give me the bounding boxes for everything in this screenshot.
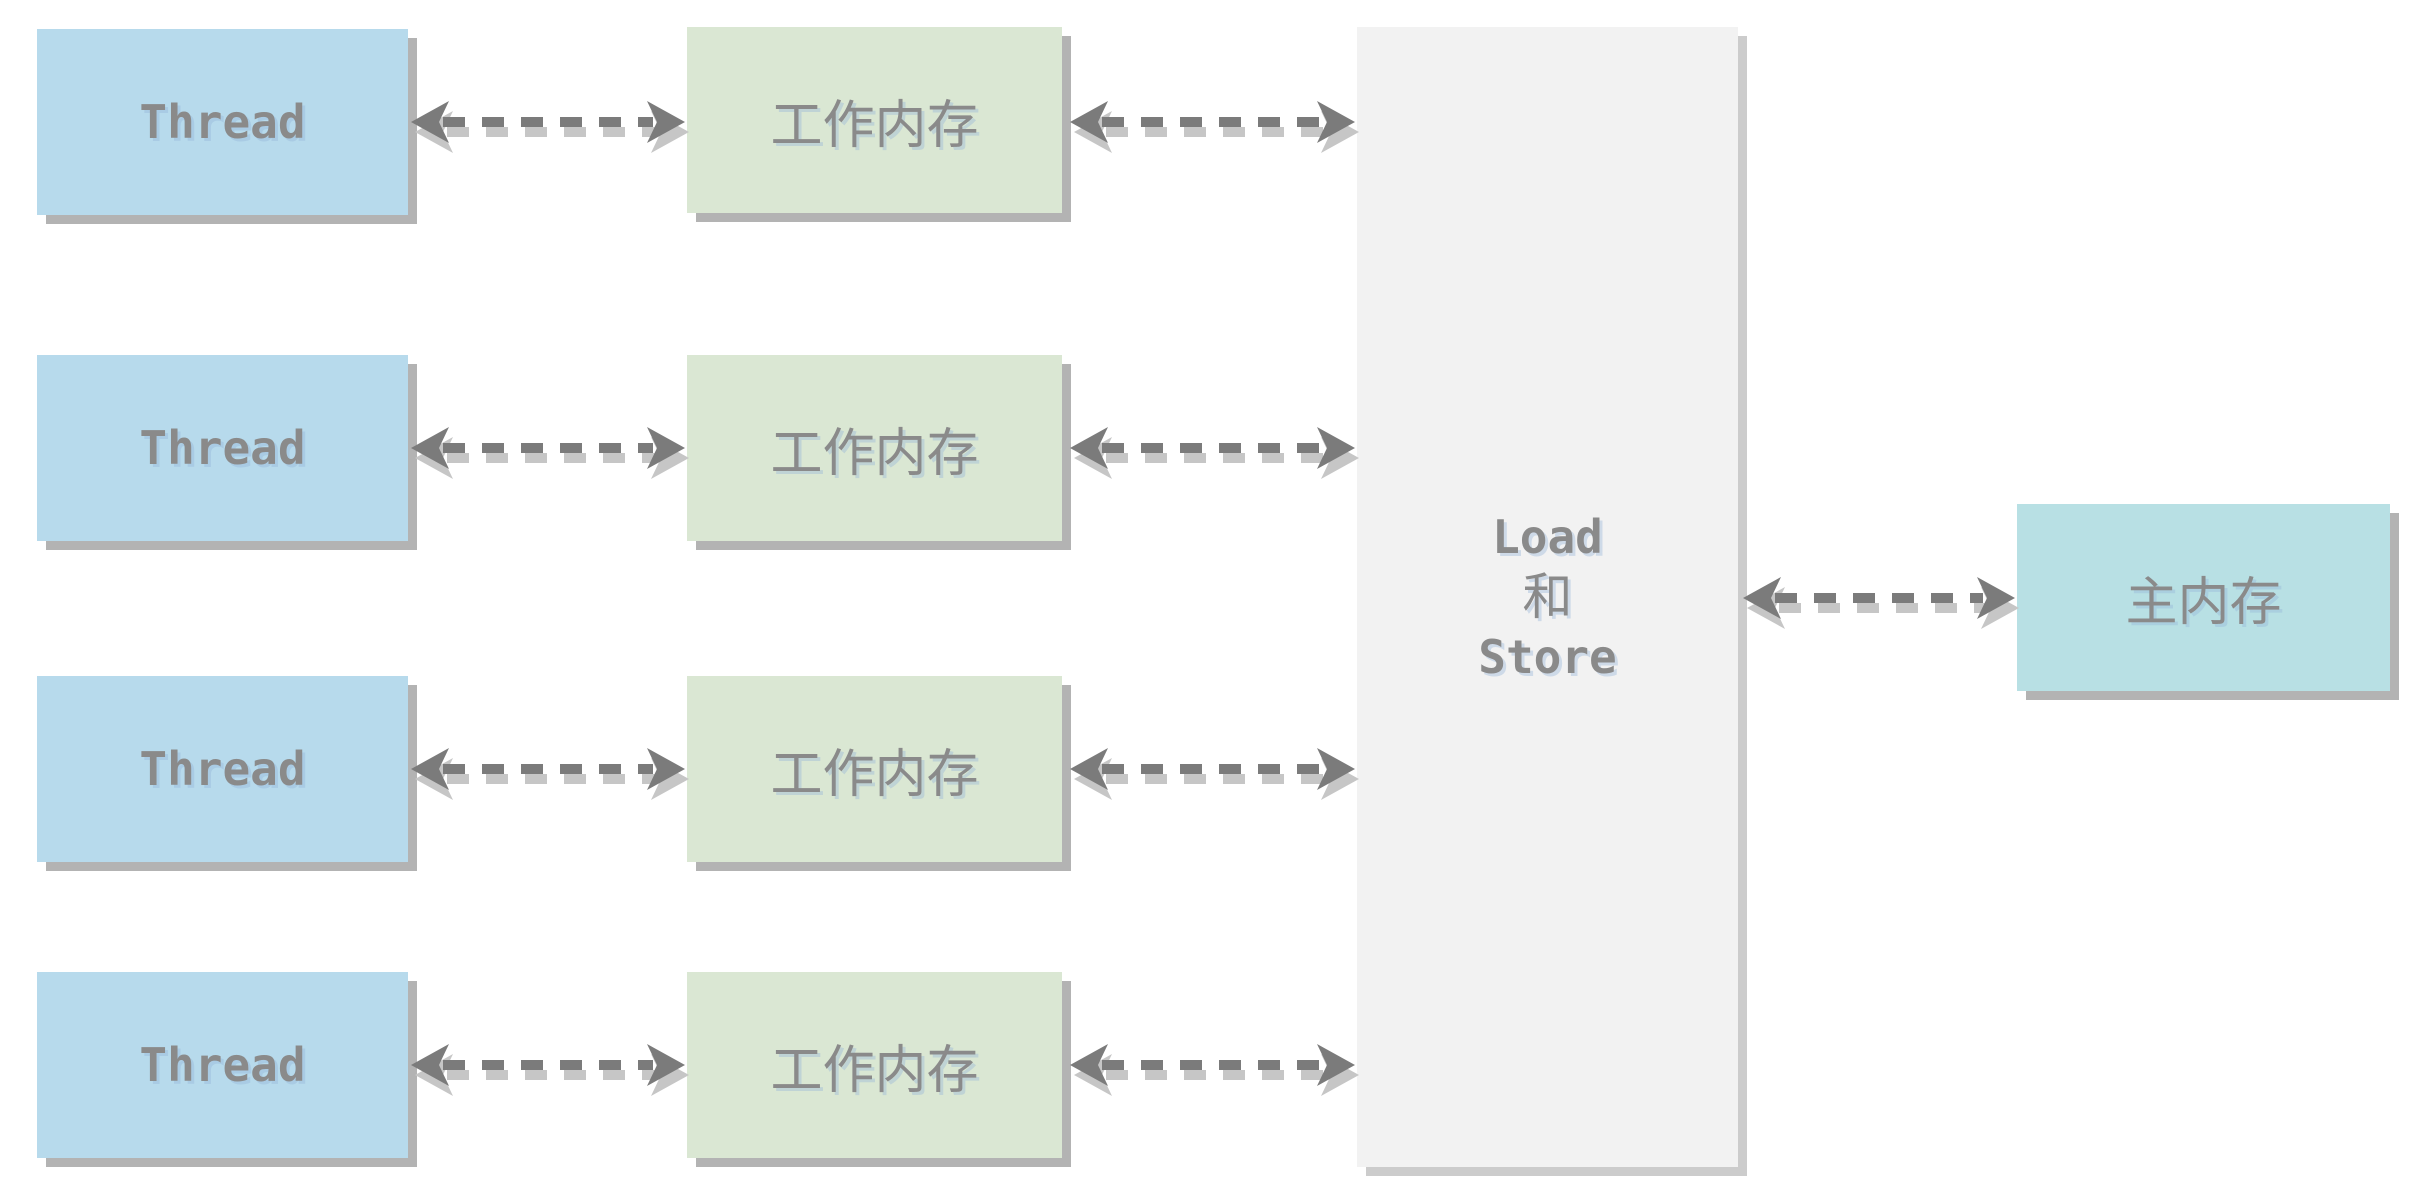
working-memory-box-2-label: 工作内存 [770,423,979,484]
bidirectional-dashed-arrow [1070,101,1359,153]
load-store-bus: Load 和 Store [1357,27,1738,1167]
bus-line-load: Load [1492,510,1603,564]
main-memory-box-label: 主内存 [2125,573,2282,633]
working-memory-box-3: 工作内存 [687,676,1062,862]
thread-box-4-label: Thread [139,1038,306,1092]
bidirectional-dashed-arrow [1070,1044,1359,1096]
working-memory-box-1-label: 工作内存 [770,95,979,156]
working-memory-box-1: 工作内存 [687,27,1062,213]
bidirectional-dashed-arrow [411,101,689,153]
load-store-bus-label: Load 和 Store [1478,507,1616,687]
bus-line-store: Store [1478,630,1617,684]
thread-box-2-label: Thread [139,421,306,475]
main-memory-box: 主内存 [2017,504,2390,691]
bus-line-he: 和 [1522,568,1573,626]
thread-box-3-label: Thread [139,742,306,796]
thread-box-2: Thread [37,355,408,541]
working-memory-box-3-label: 工作内存 [770,744,979,805]
bidirectional-dashed-arrow [411,1044,689,1096]
bidirectional-dashed-arrow [411,748,689,800]
working-memory-box-4: 工作内存 [687,972,1062,1158]
thread-box-3: Thread [37,676,408,862]
bidirectional-dashed-arrow [411,427,689,479]
bidirectional-dashed-arrow [1743,577,2019,629]
bidirectional-dashed-arrow [1070,748,1359,800]
thread-box-1: Thread [37,29,408,215]
thread-box-4: Thread [37,972,408,1158]
working-memory-box-4-label: 工作内存 [770,1040,979,1101]
bidirectional-dashed-arrow [1070,427,1359,479]
working-memory-box-2: 工作内存 [687,355,1062,541]
thread-box-1-label: Thread [139,95,306,149]
